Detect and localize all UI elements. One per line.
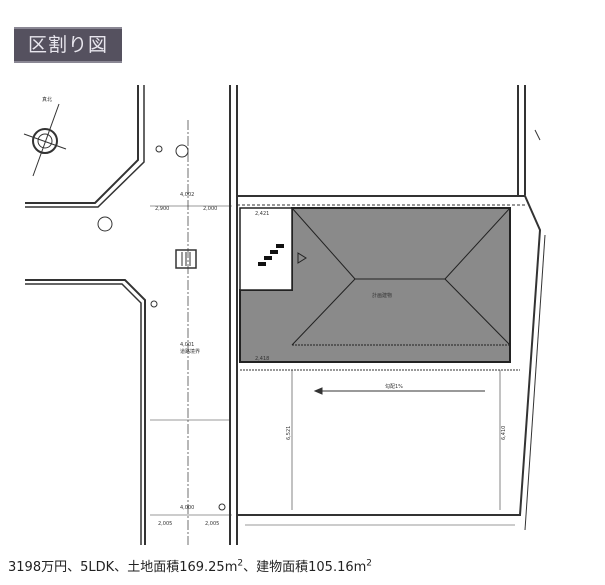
building-footprint xyxy=(239,207,511,363)
dim-bottom-right: 2,005 xyxy=(205,521,219,527)
manhole-icon xyxy=(175,144,189,158)
dim-road-bottom: 4,000 xyxy=(180,505,194,511)
land-area: 169.25m xyxy=(179,560,238,575)
unit-sup: 2 xyxy=(237,558,244,569)
lot-outline xyxy=(236,195,542,516)
north-label: 真北 xyxy=(42,96,52,103)
road-marker-label: 道路境界 xyxy=(180,348,200,355)
dim-bottom-left: 2,005 xyxy=(158,521,172,527)
land-area-label: 土地面積 xyxy=(127,560,180,575)
roof-lines xyxy=(291,207,511,346)
dim-stair-top: 2,421 xyxy=(255,211,269,217)
separator: 、 xyxy=(67,560,81,575)
separator: 、 xyxy=(243,560,257,575)
dim-road-left: 2,900 xyxy=(155,206,169,212)
price: 3198万円 xyxy=(8,560,68,575)
dim-road-top: 4,002 xyxy=(180,192,194,198)
listing-caption: 3198万円、5LDK、土地面積169.25m2、建物面積105.16m2 xyxy=(8,556,372,575)
dim-road-right: 2,000 xyxy=(203,206,217,212)
dim-lot-left: 6,521 xyxy=(286,426,292,440)
site-plan: 真北 2,900 2,000 4,002 4,001 4,000 2,005 2… xyxy=(23,85,546,545)
slope-label: 勾配1% xyxy=(385,383,403,390)
separator: 、 xyxy=(114,560,128,575)
road-edge-upper xyxy=(25,85,139,204)
triangle-marker-icon xyxy=(297,252,307,264)
drain-grate-icon xyxy=(175,249,197,269)
stair-icon xyxy=(258,244,284,266)
layout: 5LDK xyxy=(80,560,115,575)
building-label: 計画建物 xyxy=(372,292,392,299)
building-area-label: 建物面積 xyxy=(256,560,309,575)
dim-lot-right: 6,410 xyxy=(501,426,507,440)
north-compass-icon xyxy=(23,103,67,177)
dim-stair-bottom: 2,418 xyxy=(255,356,269,362)
unit-sup: 2 xyxy=(366,558,373,569)
section-title: 区割り図 xyxy=(14,27,122,63)
building-area: 105.16m xyxy=(308,560,367,575)
slope-arrow-icon xyxy=(313,387,485,395)
road-edge-lower xyxy=(25,279,146,545)
dim-road-mid: 4,001 xyxy=(180,342,194,348)
manhole-icon xyxy=(97,216,113,232)
